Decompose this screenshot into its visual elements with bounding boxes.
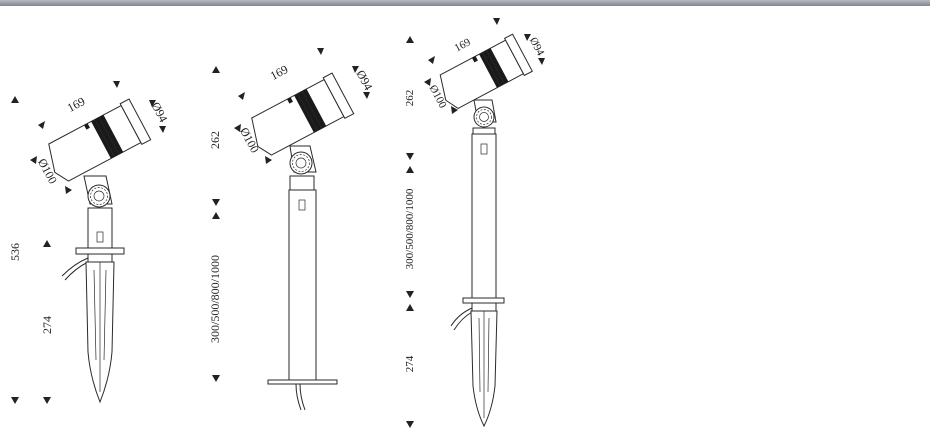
pole [471,133,497,299]
lamp-head [48,98,152,182]
dim-total-height: 536 [8,243,22,261]
base-plate [267,379,338,385]
collar [75,247,125,255]
cable [450,307,473,327]
dim-head-diameter: Ø94 [527,35,547,58]
dim-spike-length: 274 [404,355,416,372]
dim-pole-length: 300/500/800/1000 [404,188,416,269]
cable [295,383,302,411]
drawing-base-plate-pole: 262 300/500/800/1000 169 Ø94 Ø100 [208,48,376,411]
cable [61,257,89,277]
drawing-short-spike: 536 274 169 Ø94 Ø100 [8,81,171,404]
dim-head-height: 262 [208,131,222,149]
knuckle [289,151,313,175]
knuckle [473,106,495,128]
dim-head-height: 262 [404,90,416,107]
lamp-head [439,33,533,110]
dim-head-length: 169 [452,36,473,55]
dim-head-diameter: Ø94 [353,68,375,93]
dim-head-length: 169 [65,94,87,115]
top-rule [0,0,930,6]
dim-head-length: 169 [268,62,290,83]
pole [288,189,317,381]
dim-head-diameter: Ø94 [148,100,170,125]
lamp-head [251,72,355,156]
collar [462,297,505,304]
dim-spike-length: 274 [40,316,54,334]
knuckle [87,184,111,208]
dim-pole-length: 300/500/800/1000 [208,255,222,343]
drawing-pole-with-spike: 262 300/500/800/1000 274 169 Ø94 Ø100 [404,18,547,428]
